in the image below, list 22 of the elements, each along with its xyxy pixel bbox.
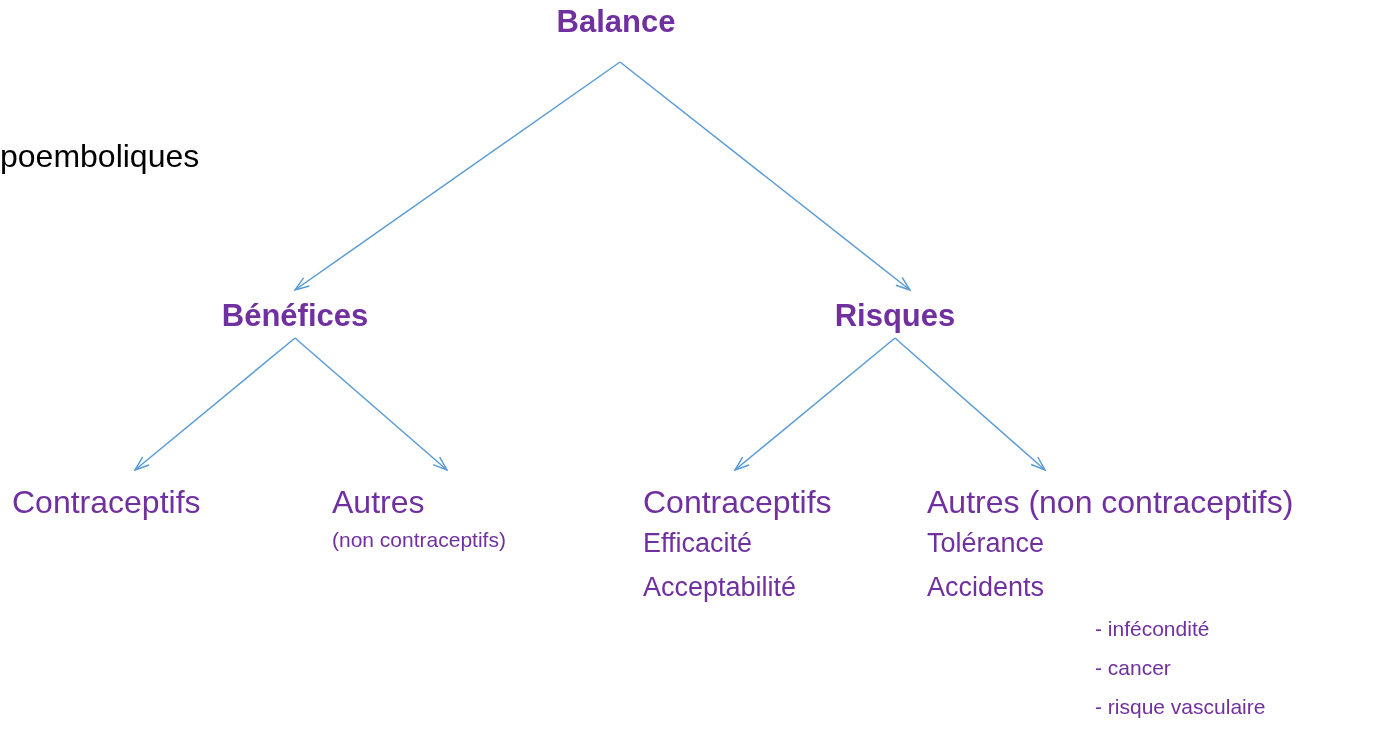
diagram-title: Balance [555,4,677,40]
node-text: - infécondité [1095,615,1210,642]
node-heading: Contraceptifs [12,484,201,521]
node-heading: Risques [834,298,956,334]
arrow [294,337,448,471]
node-text: - risque vasculaire [1095,693,1266,720]
node-text: Acceptabilité [643,571,797,605]
node-text: Tolérance [927,526,1045,560]
node-heading: Autres [332,484,425,521]
node-heading: Bénéfices [221,298,369,334]
arrow [619,61,911,291]
node-text: (non contraceptifs) [332,526,506,553]
node-heading: Contraceptifs [643,484,832,521]
node-heading: Autres (non contraceptifs) [927,484,1294,521]
arrow [894,337,1046,471]
note-text: poemboliques [0,138,200,175]
node-text: Accidents [927,571,1045,605]
arrow [734,337,896,471]
arrow [294,61,621,291]
node-text: Efficacité [643,526,753,560]
arrow [134,337,296,471]
node-text: - cancer [1095,654,1171,681]
